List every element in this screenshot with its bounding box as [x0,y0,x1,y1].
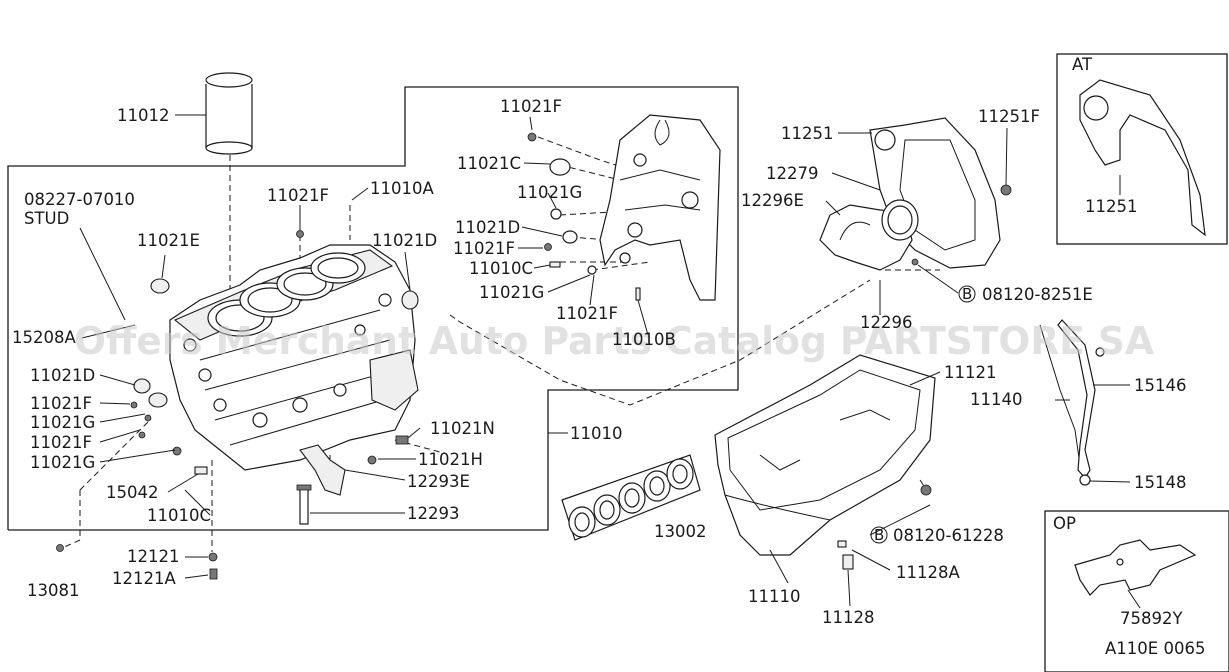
bolt-spec-circle-1 [958,285,976,303]
oil-pan [714,354,936,570]
inset-op-title: OP [1053,514,1076,533]
label-stud: STUD [24,209,69,228]
label-15208: 15208A [12,328,76,347]
label-11010c-a: 11010C [147,506,211,525]
label-15148: 15148 [1134,473,1187,492]
at-inset-frame [1056,53,1228,245]
label-11021f-a: 11021F [267,186,329,205]
cylinder-block [169,244,419,471]
watermark: Offers Merchant Auto Parts Catalog PARTS… [74,319,1155,363]
label-11251f: 11251F [978,107,1040,126]
label-11021f-b: 11021F [30,394,92,413]
label-11012: 11012 [117,106,170,125]
label-15042: 15042 [106,483,159,502]
diagram-code: A110E 0065 [1105,639,1205,658]
label-11121: 11121 [944,363,997,382]
label-11021d-c: 11021D [455,218,520,237]
label-11021d-b: 11021D [30,366,95,385]
label-11021f-f: 11021F [556,304,618,323]
label-11021h: 11021H [418,450,483,469]
label-11021e: 11021E [137,231,200,250]
label-12296: 12296 [860,313,913,332]
label-75892y: 75892Y [1120,609,1183,628]
label-08120-61228: 08120-61228 [893,526,1004,545]
label-11021f-c: 11021F [30,433,92,452]
label-11021f-e: 11021F [453,239,515,258]
cylinder-liner [205,72,253,155]
label-08120-8251e: 08120-8251E [982,285,1093,304]
label-12296e: 12296E [741,191,804,210]
label-11010a: 11010A [370,179,434,198]
label-11128: 11128 [822,608,875,627]
reference-lines [61,136,940,552]
label-11140: 11140 [970,390,1023,409]
bolt-spec-b-1: B [962,285,972,303]
label-13081: 13081 [27,581,80,600]
label-11021g-b: 11021G [30,453,95,472]
label-08227-07010: 08227-07010 [24,190,135,209]
label-12279: 12279 [766,164,819,183]
label-11021d-a: 11021D [372,231,437,250]
label-15146: 15146 [1134,376,1187,395]
label-12293e: 12293E [407,472,470,491]
label-13002: 13002 [654,522,707,541]
label-11021f-d: 11021F [500,97,562,116]
at-drive-plate [1079,79,1206,237]
bearing-set [561,454,701,541]
label-11110: 11110 [748,587,801,606]
dipstick [1039,319,1105,486]
label-11021g-d: 11021G [479,283,544,302]
label-11128a: 11128A [896,563,960,582]
block-front-view [527,114,721,301]
label-11010c-b: 11010C [469,259,533,278]
label-11021n: 11021N [430,419,495,438]
block-frame [7,86,739,531]
label-11010: 11010 [570,424,623,443]
label-11251-at: 11251 [1085,197,1138,216]
label-11010b: 11010B [612,330,676,349]
rear-oil-seal [819,199,919,271]
op-inset-frame [1044,510,1229,672]
op-bracket [1074,539,1197,596]
bolt-spec-circle-2 [870,526,888,544]
block-small-parts [56,230,419,580]
label-11021g-c: 11021G [517,183,582,202]
leader-lines [79,114,1141,609]
label-11021c: 11021C [457,154,521,173]
label-11251: 11251 [781,124,834,143]
label-11021g-a: 11021G [30,413,95,432]
label-12121: 12121 [127,547,180,566]
bolt-spec-b-2: B [874,526,884,544]
label-12121a: 12121A [112,569,176,588]
label-12293: 12293 [407,504,460,523]
inset-at-title: AT [1072,55,1093,74]
